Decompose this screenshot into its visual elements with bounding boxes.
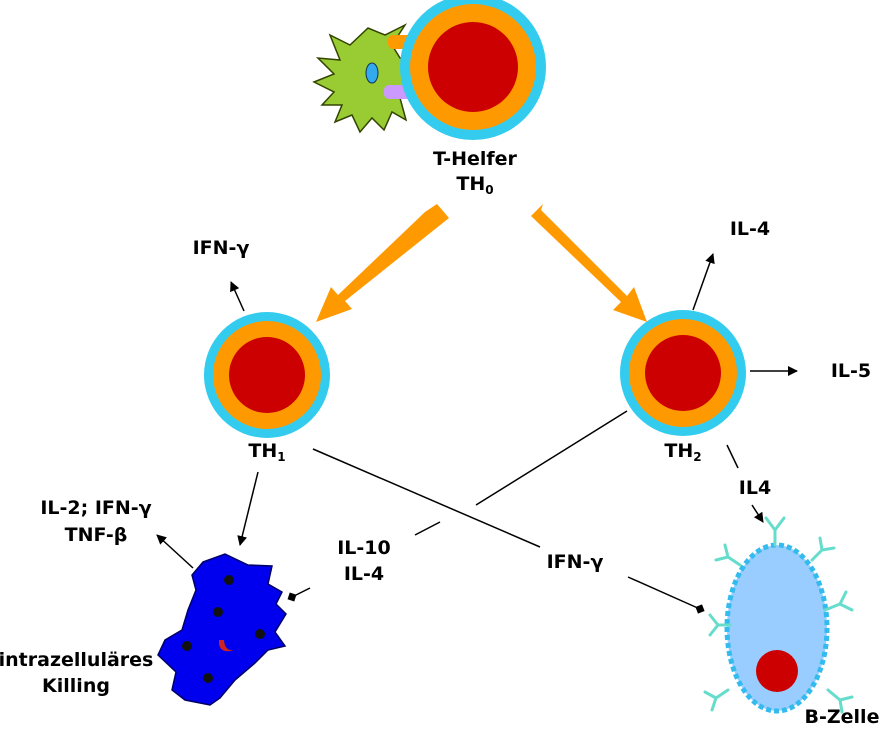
th0-to-th1-arrow	[316, 204, 449, 322]
th1-cell	[204, 312, 330, 438]
inhibit-th2-to-macrophage-a	[475, 410, 628, 506]
arrow-th1-to-macrophage	[237, 471, 259, 546]
b-cell	[703, 516, 854, 714]
il4-top-label: IL-4	[730, 218, 770, 240]
il2-ifn-label: IL-2; IFN-γ	[40, 497, 151, 519]
inhibit-th2-to-macrophage-c	[287, 587, 311, 602]
il5-label: IL-5	[831, 360, 871, 382]
arrow-ifn-th1	[230, 281, 245, 312]
th0-to-th2-arrow	[531, 204, 647, 322]
tnf-beta-label: TNF-β	[65, 524, 128, 546]
il10-label: IL-10	[337, 537, 391, 559]
dendritic-cell	[312, 23, 420, 134]
arrow-il4-top	[692, 253, 715, 311]
arrow-th2-il4-line	[726, 444, 739, 469]
killing-label-line1: intrazelluläres	[0, 649, 153, 671]
th2-cell	[620, 310, 746, 436]
inhibit-th2-to-macrophage-b	[414, 521, 441, 536]
th2-label: TH2	[664, 440, 701, 464]
inhibit-th1-to-bcell-b	[627, 576, 705, 614]
bcell-label: B-Zelle	[805, 706, 880, 728]
macrophage	[157, 553, 287, 706]
killing-label-line2: Killing	[42, 675, 110, 697]
il4-bcell-label: IL4	[739, 477, 771, 499]
th0-label: TH0	[456, 173, 493, 197]
ifn-gamma-inhibit-label: IFN-γ	[547, 551, 604, 573]
inhibit-th1-to-bcell-a	[312, 448, 541, 548]
th0-cell	[400, 0, 546, 140]
arrow-macrophage-cytokines	[156, 534, 194, 569]
il4-inhibit-label: IL-4	[344, 563, 384, 585]
th0-label-line1: T-Helfer	[433, 148, 518, 170]
ifn-gamma-th1-label: IFN-γ	[193, 237, 250, 259]
arrow-il4-to-bcell	[751, 504, 764, 523]
th1-label: TH1	[248, 440, 285, 464]
